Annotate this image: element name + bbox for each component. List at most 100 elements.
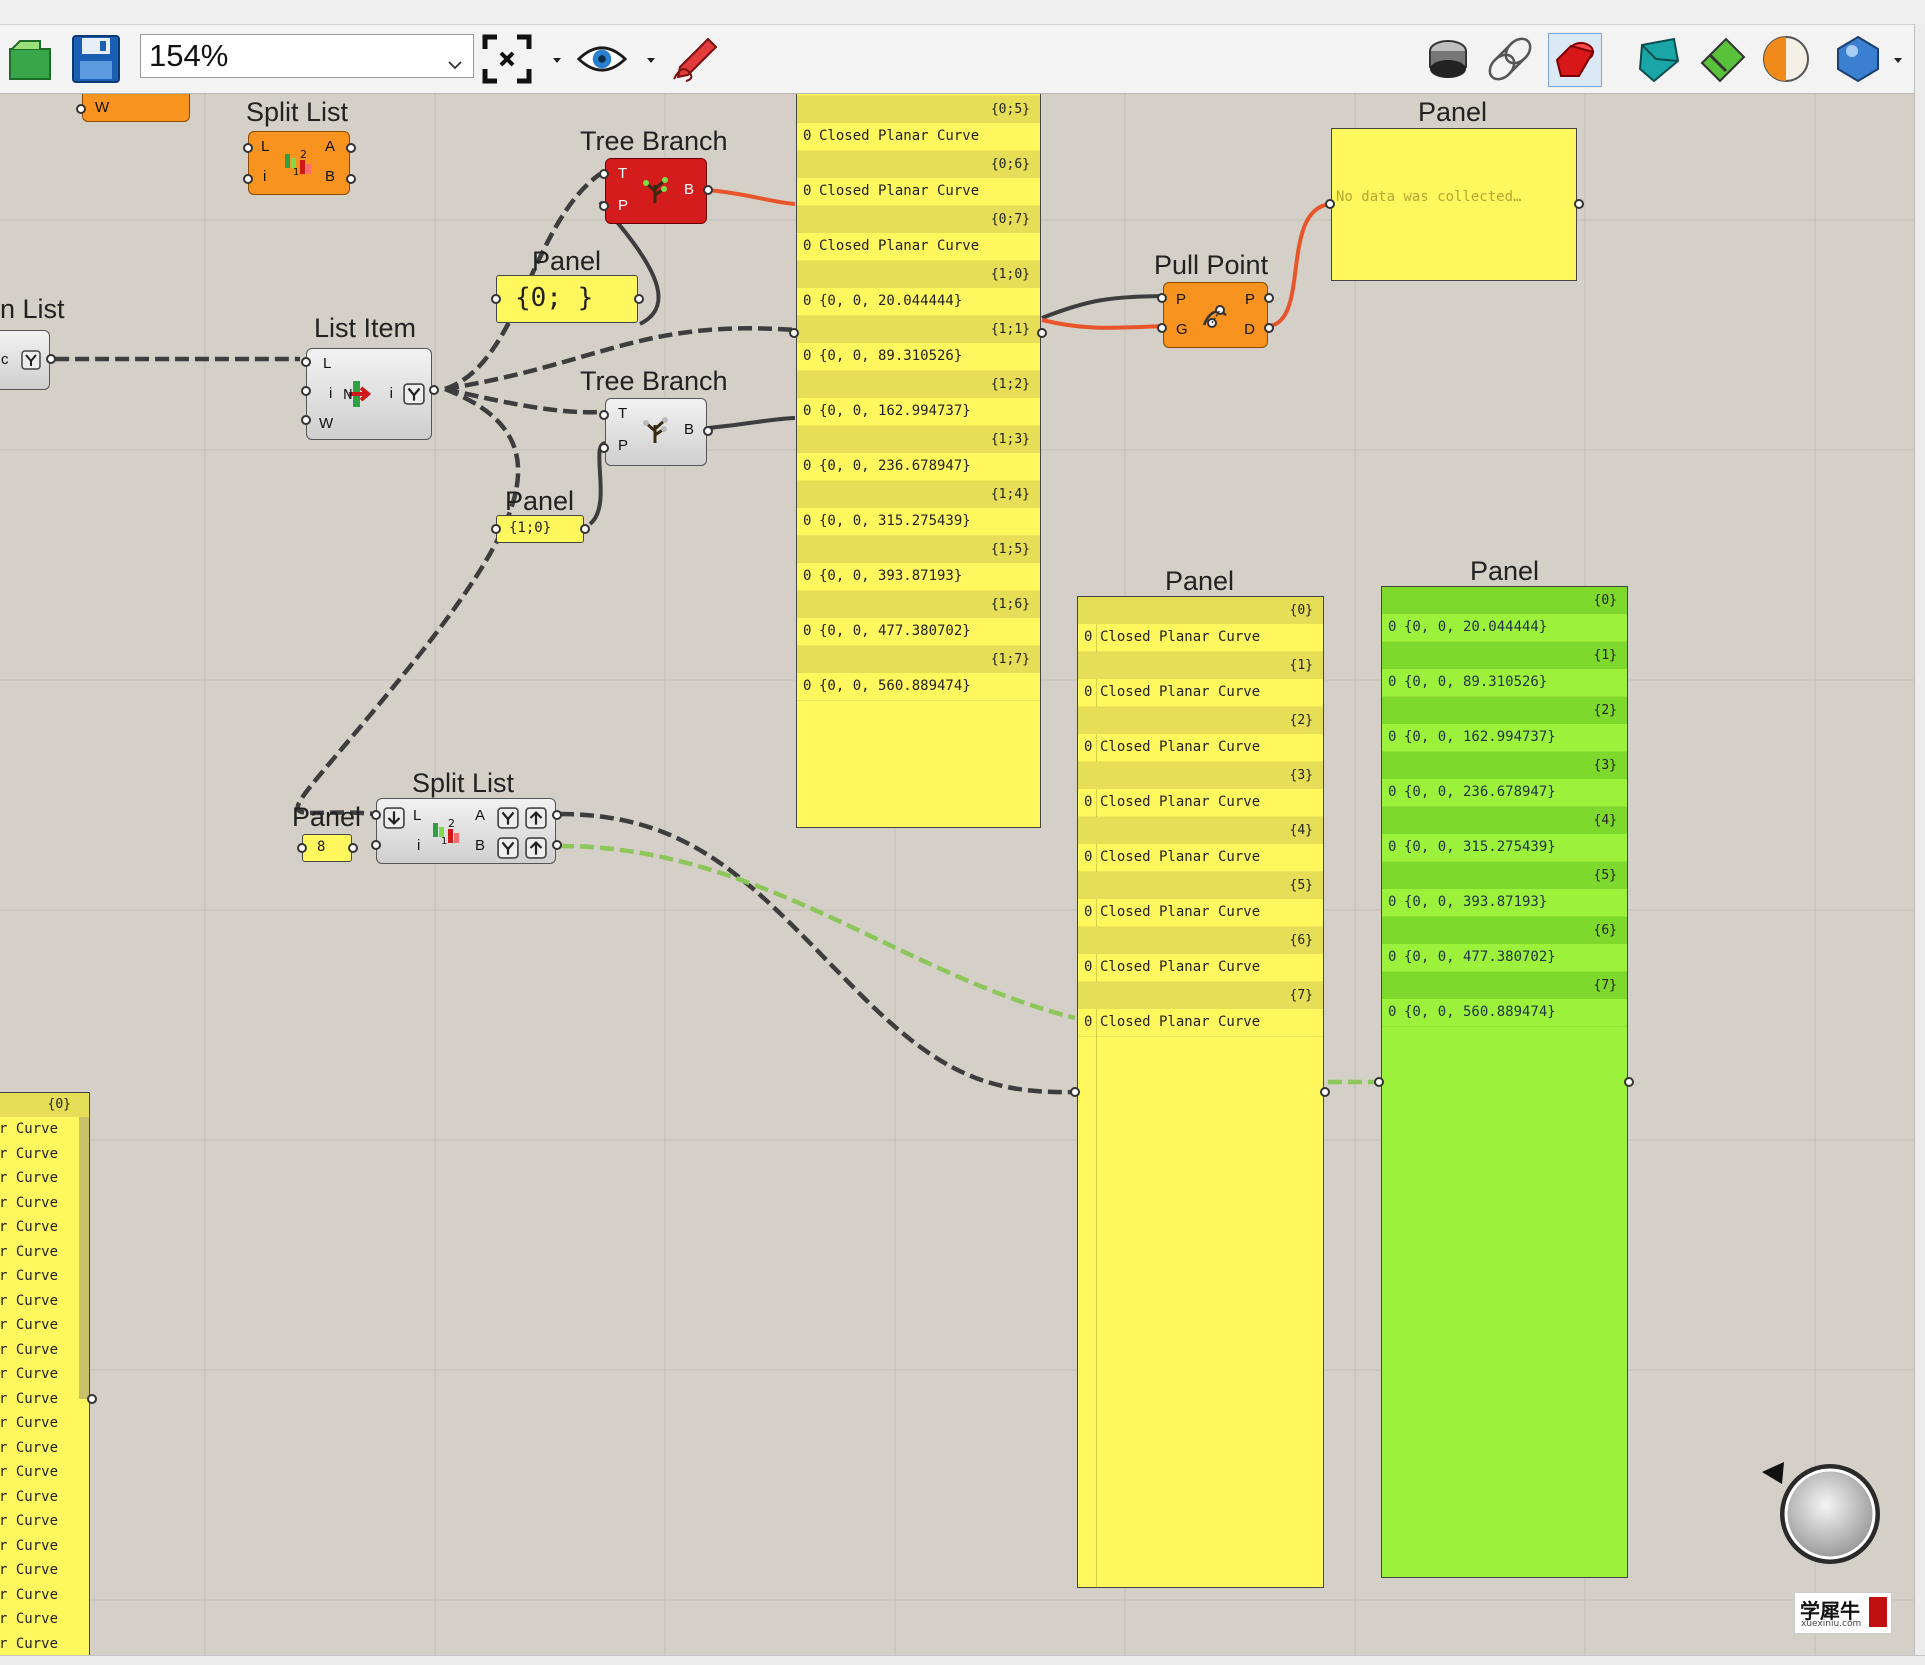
panel-branch-header: {5} (1382, 862, 1627, 889)
input-grip[interactable] (243, 143, 253, 153)
sphere-preview-caret-icon[interactable] (1893, 55, 1903, 65)
input-grip[interactable] (599, 169, 609, 179)
green-preview-icon[interactable] (1696, 33, 1748, 85)
material-preview-icon[interactable] (1760, 33, 1812, 85)
panel-branch-header: {1;6} (797, 591, 1040, 618)
panel-rows: {0}0{0, 0, 20.044444}{1}0{0, 0, 89.31052… (1382, 587, 1627, 1027)
tree-branch-top-component[interactable]: T P B (605, 158, 707, 224)
panel-branch-header: {4} (1382, 807, 1627, 834)
input-grip[interactable] (491, 294, 501, 304)
output-grip[interactable] (1574, 199, 1584, 209)
preview-eye-icon[interactable] (576, 33, 628, 85)
panel-branch-header: {6} (1382, 917, 1627, 944)
input-grip[interactable] (1157, 293, 1167, 303)
input-grip[interactable] (371, 810, 381, 820)
output-grip[interactable] (87, 1394, 97, 1404)
input-grip[interactable] (301, 357, 311, 367)
output-grip[interactable] (580, 524, 590, 534)
panel-branch-header: {1;2} (797, 371, 1040, 398)
input-grip[interactable] (789, 328, 799, 338)
preview-caret-icon[interactable] (646, 55, 656, 65)
partial-component-top[interactable]: W (82, 94, 190, 122)
title-band (0, 0, 1925, 25)
output-grip[interactable] (703, 185, 713, 195)
zoom-level-dropdown[interactable]: 154% (140, 34, 474, 78)
shaded-preview-icon[interactable] (1422, 33, 1474, 85)
right-scroll-edge[interactable] (1914, 24, 1925, 1665)
panel-item-row: r Curve (0, 1537, 59, 1554)
site-watermark: 学犀牛 xuexiniu.com (1794, 1592, 1892, 1634)
navigation-compass[interactable] (1760, 1446, 1886, 1572)
panel-item-index: 0 (1084, 794, 1093, 810)
data-panel-points[interactable]: {0}0{0, 0, 20.044444}{1}0{0, 0, 89.31052… (1381, 586, 1628, 1578)
input-grip[interactable] (599, 201, 609, 211)
output-grip[interactable] (1320, 1087, 1330, 1097)
panel-path-b[interactable]: {1;0} (496, 515, 584, 543)
output-grip[interactable] (552, 810, 562, 820)
graft-flag-icon (21, 350, 41, 370)
input-grip[interactable] (76, 104, 86, 114)
panel-collected[interactable]: No data was collected… (1331, 128, 1577, 281)
input-grip[interactable] (297, 843, 307, 853)
panel-item-value: {0, 0, 89.310526} (1404, 674, 1548, 690)
output-grip[interactable] (1264, 323, 1274, 333)
output-grip[interactable] (703, 426, 713, 436)
sketch-pencil-icon[interactable] (668, 33, 720, 85)
output-grip[interactable] (346, 174, 356, 184)
red-preview-icon[interactable] (1548, 33, 1602, 87)
output-grip[interactable] (1624, 1077, 1634, 1087)
input-grip[interactable] (599, 443, 609, 453)
wireframe-preview-icon[interactable] (1484, 33, 1536, 85)
input-grip[interactable] (1070, 1087, 1080, 1097)
zoom-extents-caret-icon[interactable] (552, 55, 562, 65)
partial-left-component[interactable]: c (0, 330, 50, 390)
input-grip[interactable] (371, 840, 381, 850)
input-grip[interactable] (491, 524, 501, 534)
panel-item-index: 0 (803, 458, 812, 474)
save-file-icon[interactable] (70, 33, 122, 85)
open-file-icon[interactable] (4, 33, 56, 85)
panel-path-a[interactable]: {0; } (496, 275, 638, 323)
input-grip[interactable] (1374, 1077, 1384, 1087)
input-grip[interactable] (1325, 199, 1335, 209)
output-grip[interactable] (1264, 293, 1274, 303)
output-grip[interactable] (1037, 328, 1047, 338)
output-grip[interactable] (429, 385, 439, 395)
input-grip[interactable] (243, 174, 253, 184)
output-grip[interactable] (46, 354, 56, 364)
panel-collected-text: No data was collected… (1336, 189, 1522, 205)
input-grip[interactable] (599, 410, 609, 420)
input-grip[interactable] (1157, 323, 1167, 333)
pull-point-component[interactable]: P G P D (1163, 282, 1268, 348)
zoom-extents-icon[interactable] (481, 33, 533, 85)
sphere-preview-icon[interactable] (1832, 33, 1884, 85)
teal-preview-icon[interactable] (1634, 33, 1686, 85)
panel-split-index[interactable]: 8 (302, 834, 352, 862)
output-grip[interactable] (634, 294, 644, 304)
port-c: c (1, 351, 9, 368)
output-grip[interactable] (348, 843, 358, 853)
output-grip[interactable] (346, 143, 356, 153)
panel-item-row: 0{0, 0, 20.044444} (797, 288, 1040, 316)
panel-item-index: 0 (803, 348, 812, 364)
panel-item-row: 0{0, 0, 477.380702} (1382, 944, 1627, 972)
panel-branch-header: {3} (1382, 752, 1627, 779)
panel-item-row: r Curve (0, 1243, 59, 1260)
pull-point-icon (1202, 305, 1227, 328)
output-grip[interactable] (552, 840, 562, 850)
panel-branch-header: {3} (1078, 762, 1323, 789)
panel-scrollbar[interactable] (79, 1093, 89, 1399)
input-grip[interactable] (301, 415, 311, 425)
tree-branch-mid-component[interactable]: T P B (605, 398, 707, 466)
input-grip[interactable] (301, 386, 311, 396)
list-item-component[interactable]: L i W i N (306, 348, 432, 440)
panel-item-index: 0 (1388, 1004, 1397, 1020)
